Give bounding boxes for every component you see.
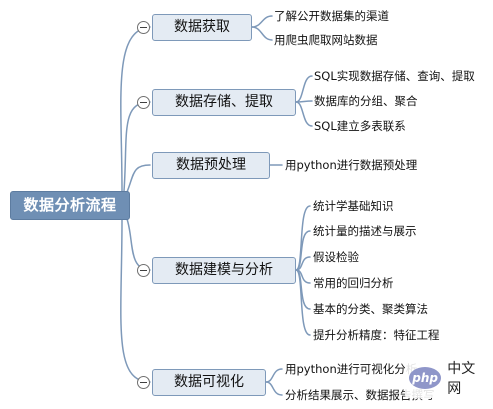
leaf-topic[interactable]: 数据库的分组、聚合 (314, 94, 418, 108)
leaf-topic[interactable]: 分析结果展示、数据报告撰写 (285, 388, 435, 402)
collapse-toggle-icon[interactable] (137, 96, 150, 109)
root-topic[interactable]: 数据分析流程 (10, 191, 130, 220)
leaf-topic[interactable]: 用python进行数据预处理 (285, 158, 418, 172)
leaf-topic[interactable]: 用python进行可视化分析 (285, 362, 418, 376)
php-logo: php (409, 367, 442, 389)
watermark: php 中文网 (405, 358, 493, 398)
collapse-toggle-icon[interactable] (137, 376, 150, 389)
collapse-toggle-icon[interactable] (137, 21, 150, 34)
leaf-topic[interactable]: 用爬虫爬取网站数据 (274, 33, 378, 47)
branch-topic-visualization[interactable]: 数据可视化 (152, 369, 266, 396)
leaf-topic[interactable]: SQL实现数据存储、查询、提取 (314, 69, 475, 83)
leaf-topic[interactable]: 提升分析精度：特征工程 (313, 328, 440, 342)
branch-topic-modeling[interactable]: 数据建模与分析 (152, 257, 296, 284)
connector-branch-1-leaf-1 (251, 15, 273, 28)
connector-branch-4-leaf-2 (295, 230, 311, 271)
branch-topic-preprocessing[interactable]: 数据预处理 (152, 152, 270, 179)
leaf-topic[interactable]: SQL建立多表联系 (314, 119, 406, 133)
branch-topic-data-storage[interactable]: 数据存储、提取 (152, 89, 296, 116)
connector-branch-4-leaf-5 (295, 269, 311, 310)
connector-root-branch-4 (126, 218, 151, 271)
leaf-topic[interactable]: 常用的回归分析 (313, 276, 394, 290)
connector-branch-2-leaf-1 (295, 75, 313, 103)
watermark-text: 中文网 (447, 361, 476, 397)
connector-branch-5-leaf-2 (265, 381, 283, 396)
connector-branch-4-leaf-6 (295, 269, 311, 336)
leaf-topic[interactable]: 假设检验 (313, 250, 359, 264)
connector-branch-2-leaf-3 (295, 101, 313, 127)
connector-root-branch-5 (120, 219, 151, 383)
connector-branch-5-leaf-1 (265, 368, 283, 383)
connector-root-branch-3 (126, 164, 151, 193)
leaf-topic[interactable]: 基本的分类、聚类算法 (313, 302, 428, 316)
connector-root-branch-2 (123, 101, 151, 192)
connector-branch-1-leaf-2 (251, 26, 273, 41)
leaf-topic[interactable]: 统计学基础知识 (313, 199, 394, 213)
leaf-topic[interactable]: 了解公开数据集的渠道 (274, 9, 389, 23)
leaf-topic[interactable]: 统计量的描述与展示 (313, 224, 417, 238)
branch-topic-data-acquisition[interactable]: 数据获取 (152, 14, 252, 41)
collapse-toggle-icon[interactable] (137, 264, 150, 277)
